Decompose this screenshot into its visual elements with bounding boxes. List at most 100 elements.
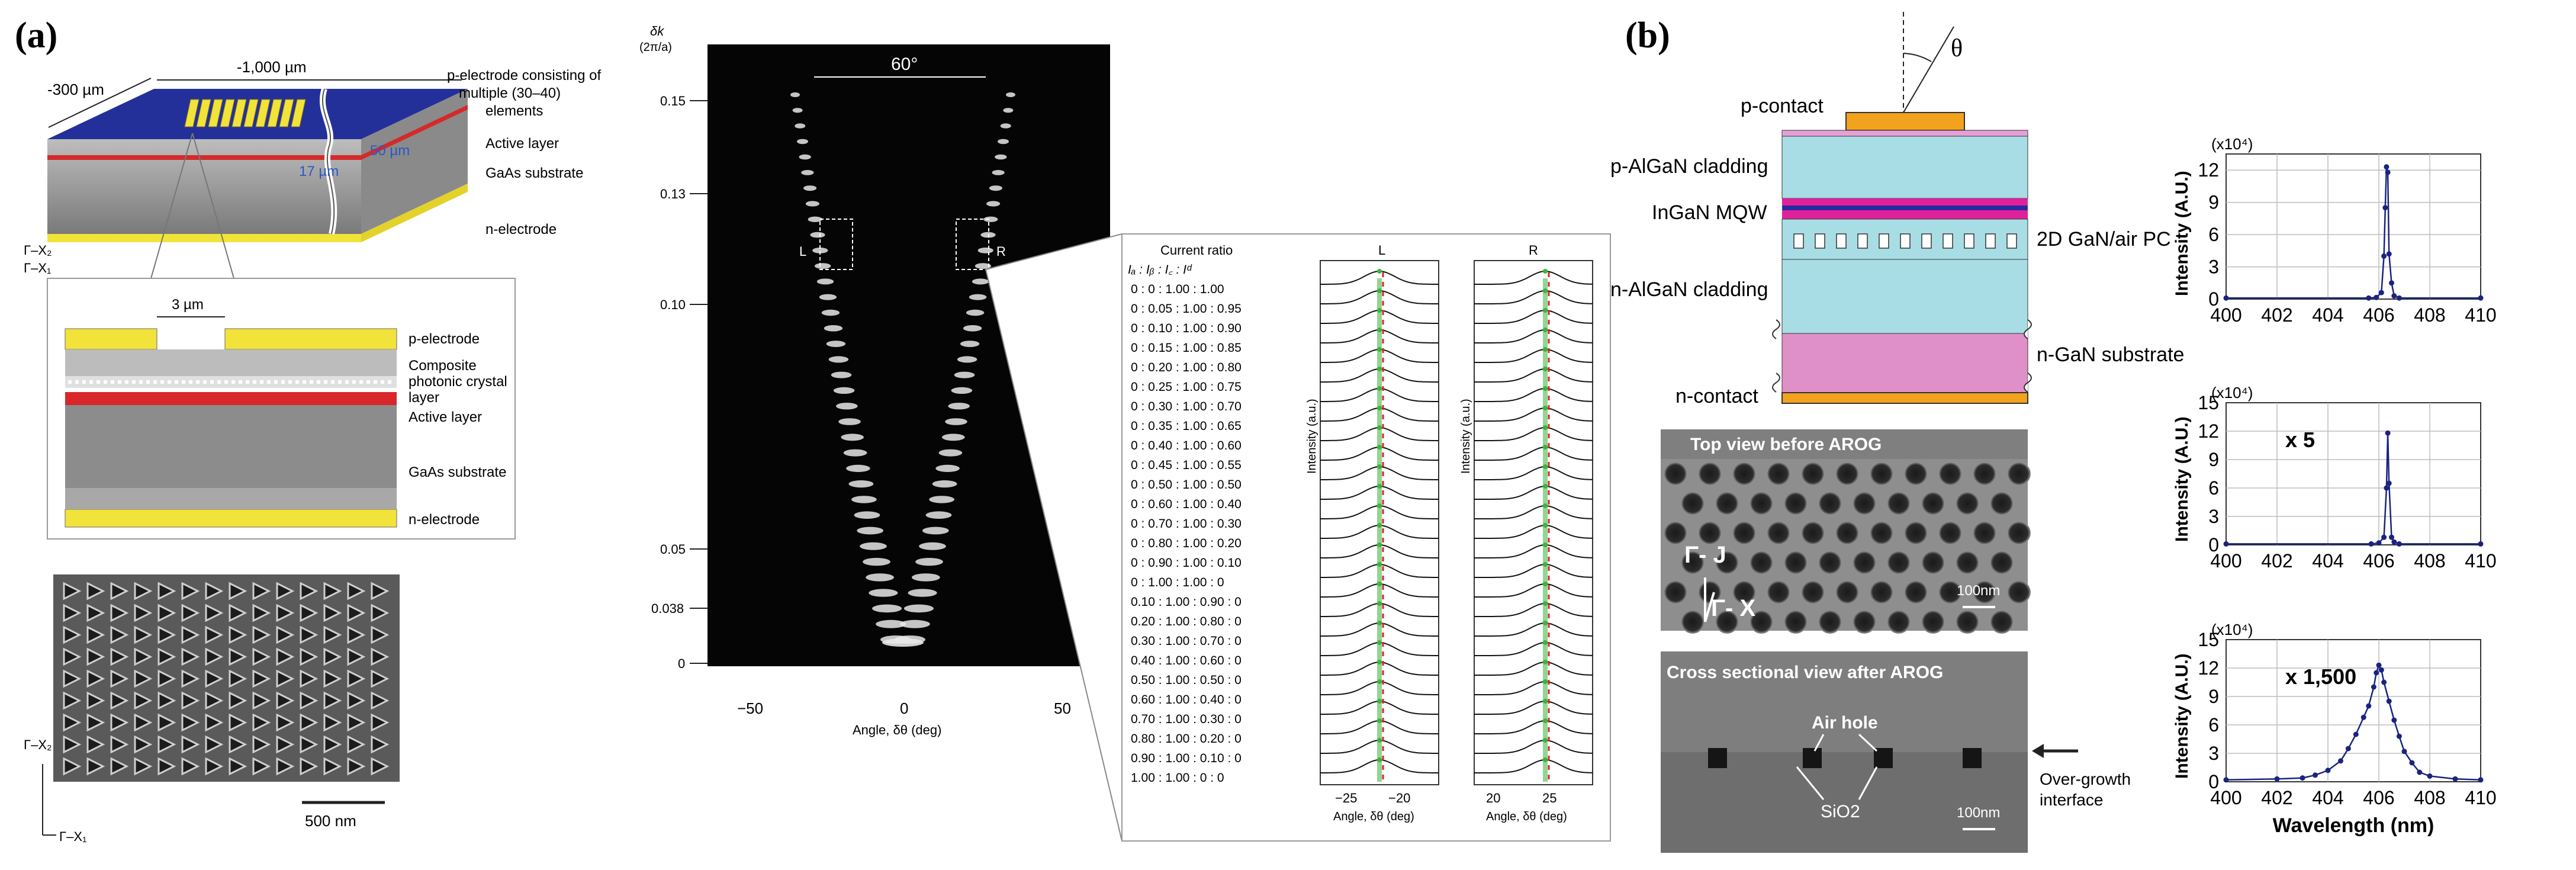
sem-top-hole [1664, 462, 1687, 486]
spectrum-spot-right [945, 418, 967, 425]
sem-top-hole [1853, 610, 1876, 634]
chart-point [2338, 758, 2343, 764]
panel-a-label: (a) [15, 15, 57, 56]
chart-ytick: 12 [2198, 420, 2219, 442]
sem-top-hole [1750, 492, 1773, 515]
sem-top-hole [2007, 580, 2031, 604]
R-trace [1474, 700, 1593, 715]
R-trace [1474, 680, 1593, 695]
current-ratio-row: 1.00 : 1.00 : 0 : 0 [1131, 771, 1224, 785]
ytick-010: 0.10 [660, 297, 686, 312]
sem-image-a: Γ–X₂ Γ–X₁ 500 nm [24, 574, 400, 844]
sem-a-hole [110, 603, 129, 622]
sem-top-hole [1973, 462, 1996, 486]
sem-a-hole [276, 669, 295, 688]
chart-xtick: 402 [2261, 550, 2292, 572]
R-trace [1474, 309, 1593, 324]
sem-a-hole [86, 757, 105, 776]
xtick-0: 0 [900, 699, 908, 717]
pc-air-hole [1921, 233, 1932, 249]
sem-a-hole [276, 713, 295, 732]
spectrum-spot-left [797, 139, 808, 145]
chart-xtick: 406 [2363, 304, 2394, 326]
chart-point [2223, 295, 2229, 301]
chart-xtick: 410 [2465, 550, 2496, 572]
sem-a-hole [134, 757, 153, 776]
sem-a-hole [181, 691, 200, 710]
sem-a-hole [229, 603, 247, 622]
R-trace [1474, 485, 1593, 500]
sem-top-hole [1818, 551, 1842, 574]
sem-a-hole [110, 625, 129, 644]
chart-point [2389, 280, 2394, 286]
pc-air-hole [1900, 233, 1911, 249]
current-ratio-row: 0.50 : 1.00 : 0.50 : 0 [1131, 673, 1242, 687]
ytick-013: 0.13 [660, 187, 686, 201]
sem-a-hole [323, 625, 342, 644]
R-trace [1474, 622, 1593, 637]
chart-point [2391, 293, 2397, 299]
chart-note: x 5 [2285, 428, 2315, 452]
sem-a-hole [157, 757, 176, 776]
sem-a-hole [300, 713, 319, 732]
p-electrode-desc-3: elements [485, 103, 543, 119]
zoom-line-right [192, 133, 234, 279]
spectrum-spot-left [824, 325, 843, 332]
chart-point [2386, 251, 2392, 257]
theta-arc [1903, 53, 1932, 62]
device-front-face [47, 139, 361, 234]
chart-point [2274, 776, 2280, 782]
chart-ytick: 12 [2198, 159, 2219, 181]
sem-a-hole [276, 691, 295, 710]
sem-a-hole [276, 735, 295, 754]
R-trace [1474, 563, 1593, 578]
spectrum-spot-left [857, 527, 884, 535]
sem-a-hole [181, 603, 200, 622]
mqw-layer-3 [1782, 210, 2028, 219]
dim-300-label: -300 µm [47, 81, 104, 98]
sem-top-hole [1938, 580, 1962, 604]
cs-gaas-substrate: GaAs substrate [409, 464, 506, 480]
device-break-outline [321, 88, 335, 235]
spectrum-spot-left [872, 604, 902, 613]
spectrum-spot-right [1000, 123, 1011, 129]
current-ratio-headers: Iₐ : Iᵦ : I꜀ : Iᵈ [1128, 263, 1192, 277]
spectrum-spot-left [826, 341, 846, 347]
sem-top-hole [1853, 492, 1876, 515]
sem-a-hole [181, 582, 200, 601]
sem-a-hole [157, 582, 176, 601]
pc-air-hole [1793, 233, 1804, 249]
spectrum-spot-right [908, 589, 937, 597]
current-ratio-rows: 0 : 0 : 1.00 : 1.000 : 0.05 : 1.00 : 0.9… [1131, 282, 1242, 785]
sem-a-hole [371, 735, 390, 754]
ytick-015: 0.15 [660, 94, 686, 108]
p-electrode-element [255, 99, 271, 127]
chart-ytick: 3 [2208, 256, 2219, 278]
chart-point [2452, 776, 2458, 782]
sem-a-hole [86, 669, 105, 688]
spectrum-spot-right [951, 387, 973, 394]
chart-xtick: 410 [2465, 787, 2496, 808]
sem-a-hole [323, 735, 342, 754]
chart-ytick: 3 [2208, 506, 2219, 527]
sem-a-hole [134, 691, 153, 710]
spectrum-spot-left [790, 92, 800, 97]
sem-a-hole [63, 647, 82, 666]
sem-top-hole [1921, 492, 1945, 515]
chart-xtick: 410 [2465, 304, 2496, 326]
sem-a-hole [63, 625, 82, 644]
sem-a-hole [229, 757, 247, 776]
dim-300-arrow [48, 78, 152, 128]
axis-gx2-label: Γ–X₂ [24, 243, 52, 258]
sem-a-hole [134, 713, 153, 732]
sem-a-hole [63, 603, 82, 622]
sem-top-hole [1904, 580, 1928, 604]
spectrum-xlabel: Angle, δθ (deg) [853, 723, 941, 737]
sem-cross-hole-2 [1803, 748, 1822, 768]
sem-top-hole [1698, 462, 1722, 486]
chart-point [2313, 772, 2318, 778]
sem-top-hole [1784, 492, 1808, 515]
xtick-neg50: −50 [737, 699, 763, 717]
spectrum-spot-left [803, 185, 817, 191]
